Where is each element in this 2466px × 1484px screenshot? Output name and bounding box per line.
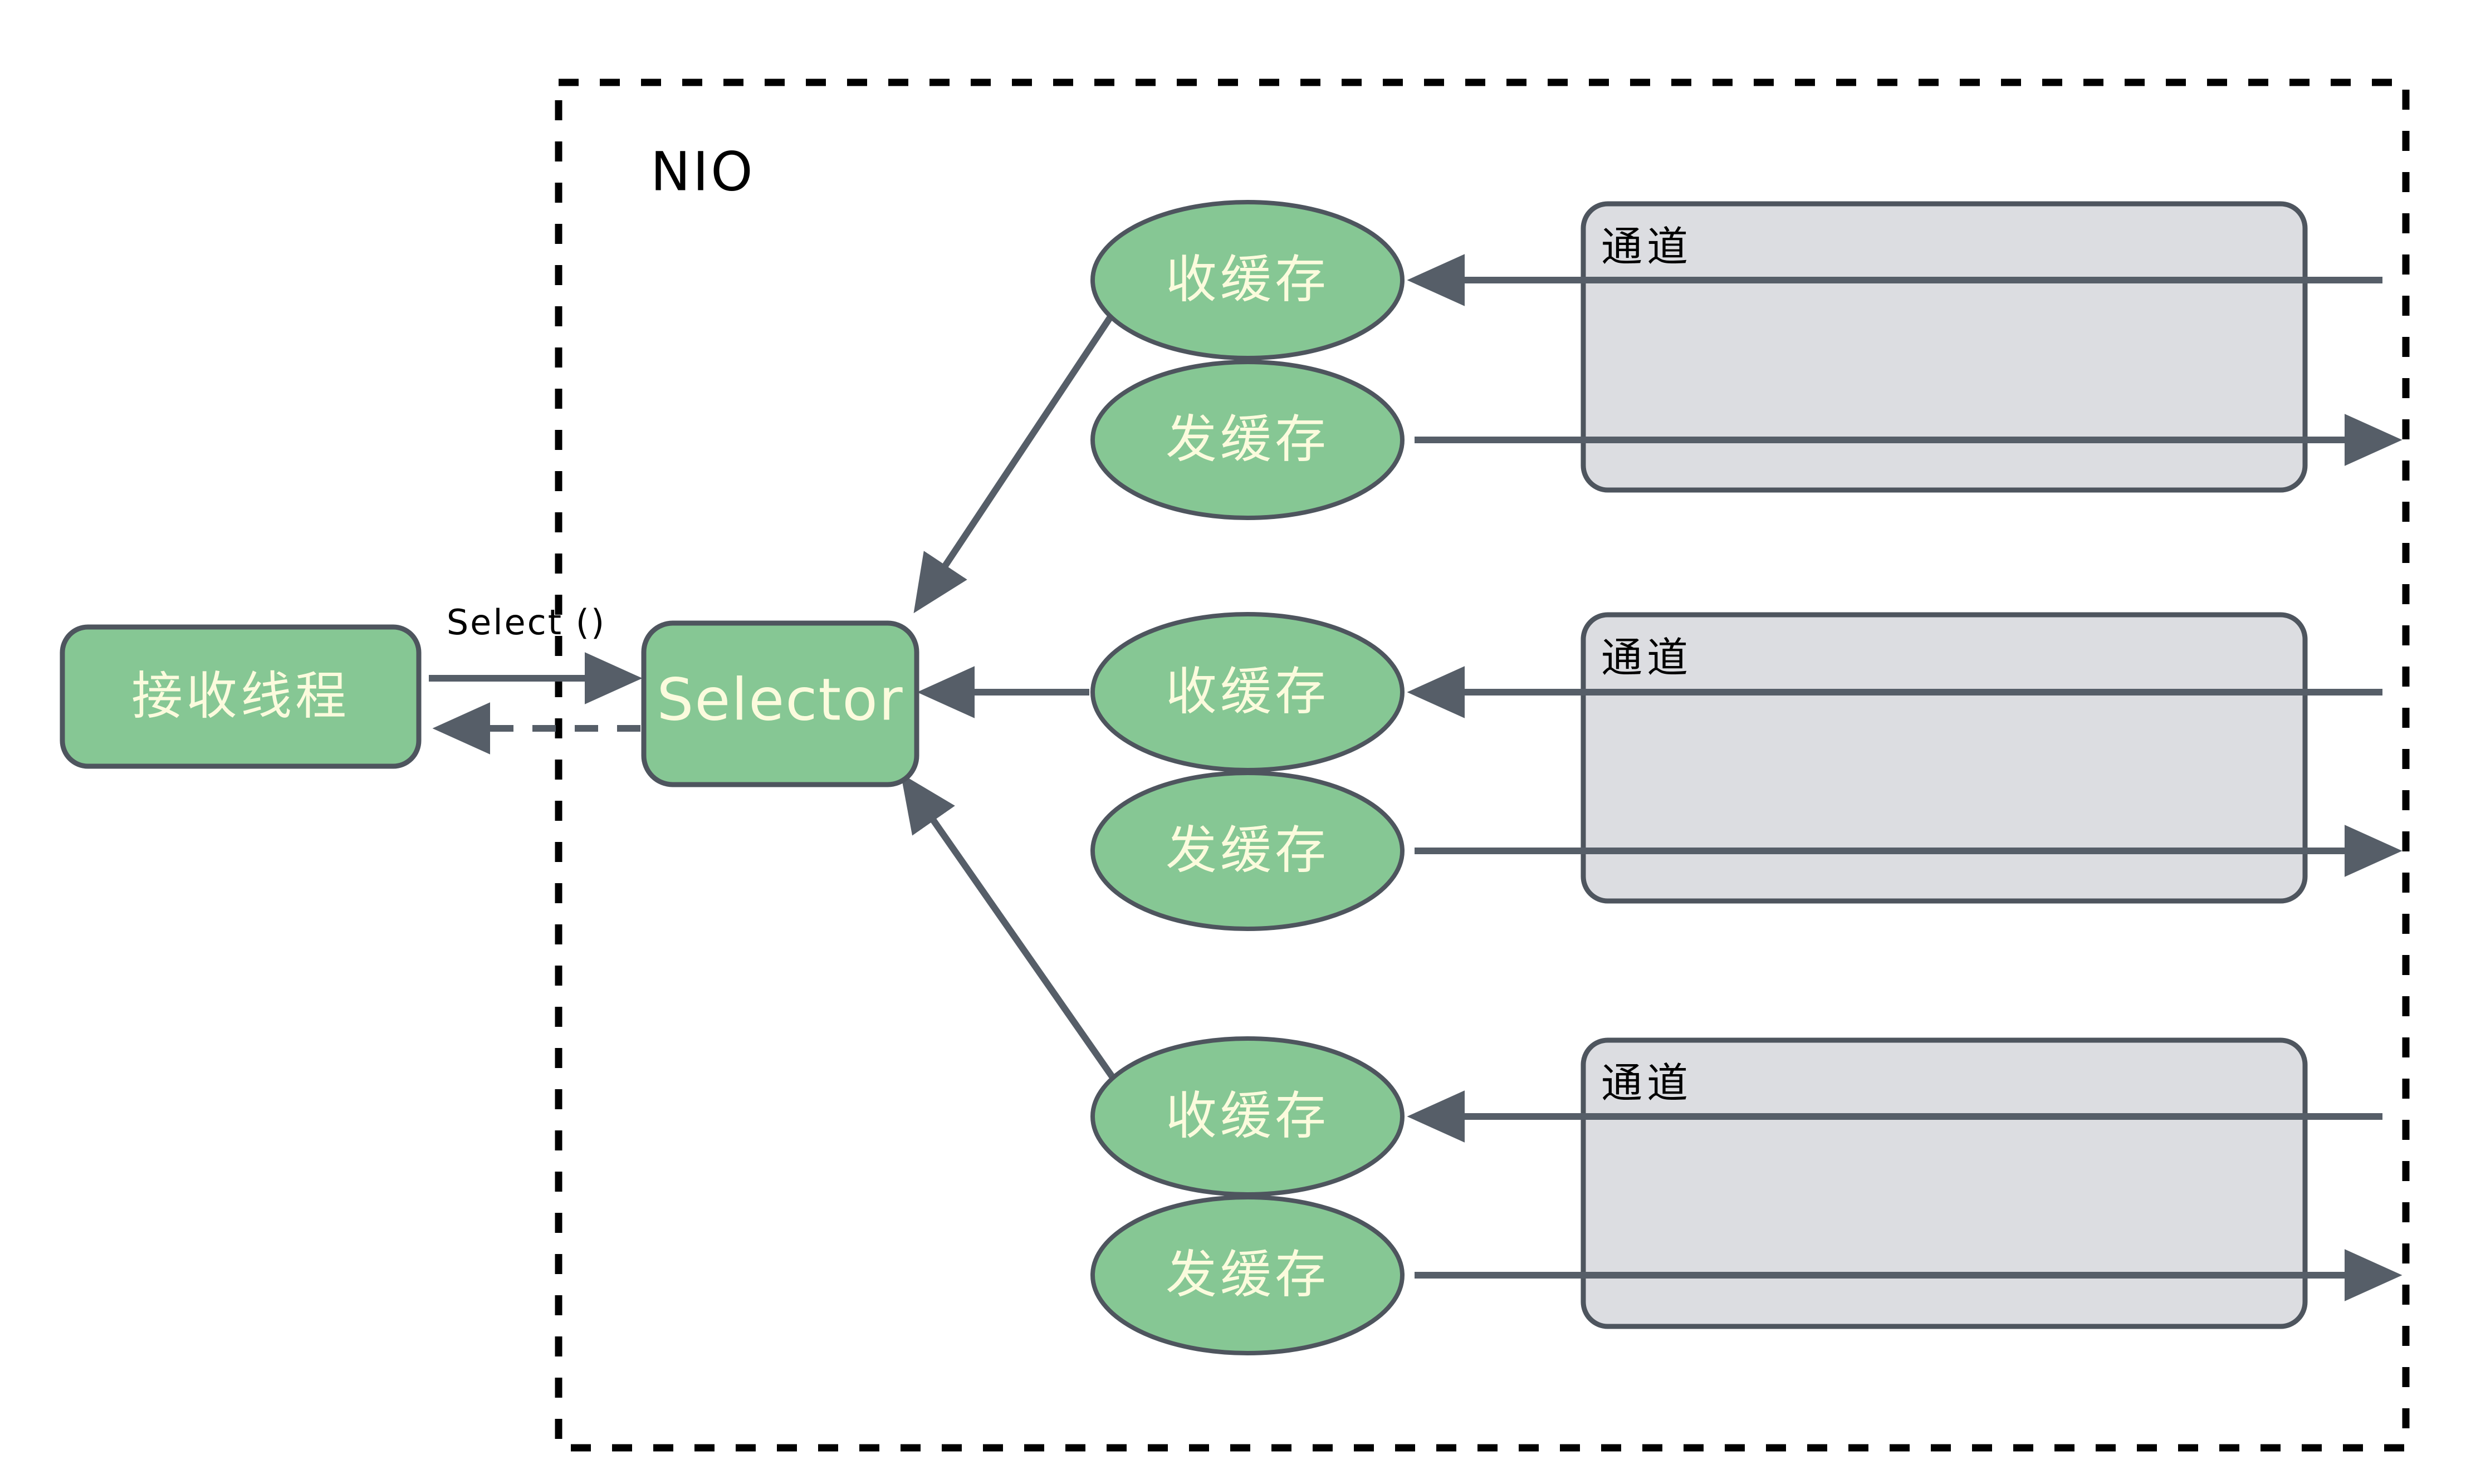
recv-buffer-2-fill	[1093, 614, 1402, 770]
send-buffer-3-fill	[1093, 1197, 1402, 1353]
send-buffer-1-outline	[1090, 360, 1405, 520]
nio-boundary-label: NIO	[650, 140, 755, 203]
channel-label-2: 通道	[1601, 634, 1692, 682]
channel-box-2-fill	[1583, 615, 2305, 901]
selector-outline	[641, 620, 919, 787]
channel-box-3-outline	[1581, 1037, 2308, 1329]
channel-box-3-fill	[1583, 1040, 2305, 1326]
send-buffer-3-outline	[1090, 1195, 1405, 1355]
receiver-thread-outline	[60, 624, 422, 769]
channel-box-1-outline	[1581, 201, 2308, 493]
send-buffer-3-label: 发缓存	[1166, 1245, 1329, 1304]
recv-buffer-2-outline	[1090, 612, 1405, 772]
recv-buffer-1-to-selector-edge	[913, 310, 1117, 614]
recv-buffer-3-fill	[1093, 1039, 1402, 1194]
nio-boundary	[555, 79, 2410, 1452]
select-call-label: Select ()	[447, 602, 606, 643]
channel-label-3: 通道	[1601, 1060, 1692, 1108]
recv-buffer-3-label: 收缓存	[1166, 1086, 1329, 1145]
channel-box-2-outline	[1581, 612, 2308, 904]
send-buffer-1-label: 发缓存	[1166, 409, 1329, 469]
send-buffer-2-fill	[1093, 773, 1402, 929]
recv-buffer-1-fill	[1093, 202, 1402, 358]
send-buffer-1-fill	[1093, 362, 1402, 518]
receiver-thread-label: 接收线程	[131, 666, 350, 726]
receiver-thread-fill[interactable]	[62, 627, 419, 766]
channel-group-2: 通道 收缓存 发缓存	[917, 612, 2403, 931]
recv-buffer-1-label: 收缓存	[1166, 249, 1329, 309]
recv-buffer-3-to-selector-edge	[901, 773, 1119, 1085]
selector-fill[interactable]	[644, 623, 917, 785]
channel-group-3: 通道 收缓存 发缓存	[901, 773, 2403, 1355]
send-buffer-2-outline	[1090, 771, 1405, 931]
recv-buffer-3-outline	[1090, 1036, 1405, 1197]
channel-box-1-fill	[1583, 204, 2305, 490]
channel-group-1: 通道 收缓存 发缓存	[913, 200, 2403, 614]
channel-label-1: 通道	[1601, 223, 1692, 271]
recv-buffer-1-outline	[1090, 200, 1405, 360]
send-buffer-2-label: 发缓存	[1166, 820, 1329, 880]
selector-label: Selector	[657, 665, 903, 733]
recv-buffer-2-label: 收缓存	[1166, 662, 1329, 721]
